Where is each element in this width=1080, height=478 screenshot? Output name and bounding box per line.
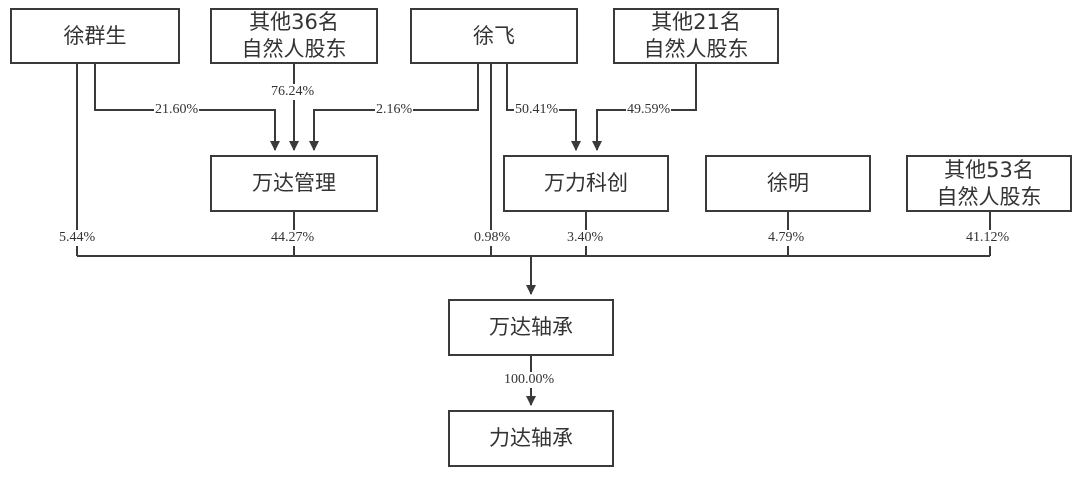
pct-xu-ming-to-wanda-bearing: 4.79% bbox=[767, 230, 806, 246]
pct-other36-to-wanda-mgmt: 76.24% bbox=[270, 84, 316, 100]
pct-xu-fei-to-wanli-kechuang: 50.41% bbox=[514, 102, 560, 118]
node-wanda-management: 万达管理 bbox=[210, 155, 378, 212]
node-label: 万达管理 bbox=[252, 171, 336, 195]
pct-xu-qunsheng-to-wanda-bearing: 5.44% bbox=[58, 230, 97, 246]
node-label: 徐群生 bbox=[63, 23, 127, 48]
node-xu-qunsheng: 徐群生 bbox=[10, 8, 180, 64]
node-xu-ming: 徐明 bbox=[705, 155, 871, 212]
node-wanli-kechuang: 万力科创 bbox=[503, 155, 669, 212]
pct-wanda-mgmt-to-wanda-bearing: 44.27% bbox=[270, 230, 316, 246]
node-label-line1: 其他36名 bbox=[249, 10, 339, 34]
node-label: 徐明 bbox=[767, 171, 809, 195]
node-lida-bearing: 力达轴承 bbox=[448, 410, 614, 467]
node-label-line1: 其他21名 bbox=[651, 10, 741, 34]
pct-xu-qunsheng-to-wanda-mgmt: 21.60% bbox=[154, 102, 200, 118]
node-wanda-bearing: 万达轴承 bbox=[448, 299, 614, 356]
node-label: 力达轴承 bbox=[489, 426, 573, 450]
node-other-36-shareholders: 其他36名 自然人股东 bbox=[210, 8, 378, 64]
node-label: 徐飞 bbox=[473, 23, 515, 48]
node-label-line2: 自然人股东 bbox=[643, 37, 749, 61]
node-other-53-shareholders: 其他53名 自然人股东 bbox=[906, 155, 1072, 212]
node-other-21-shareholders: 其他21名 自然人股东 bbox=[613, 8, 779, 64]
pct-wanda-bearing-to-lida-bearing: 100.00% bbox=[503, 372, 556, 388]
pct-xu-fei-to-wanda-bearing: 0.98% bbox=[473, 230, 512, 246]
pct-other21-to-wanli-kechuang: 49.59% bbox=[626, 102, 672, 118]
node-label-line2: 自然人股东 bbox=[241, 37, 347, 61]
node-label-line2: 自然人股东 bbox=[936, 184, 1042, 209]
pct-xu-fei-to-wanda-mgmt: 2.16% bbox=[375, 102, 414, 118]
node-xu-fei: 徐飞 bbox=[410, 8, 578, 64]
node-label: 万达轴承 bbox=[489, 315, 573, 339]
node-label: 万力科创 bbox=[544, 171, 628, 195]
pct-other53-to-wanda-bearing: 41.12% bbox=[965, 230, 1011, 246]
node-label-line1: 其他53名 bbox=[944, 157, 1034, 182]
pct-wanli-kechuang-to-wanda-bearing: 3.40% bbox=[566, 230, 605, 246]
